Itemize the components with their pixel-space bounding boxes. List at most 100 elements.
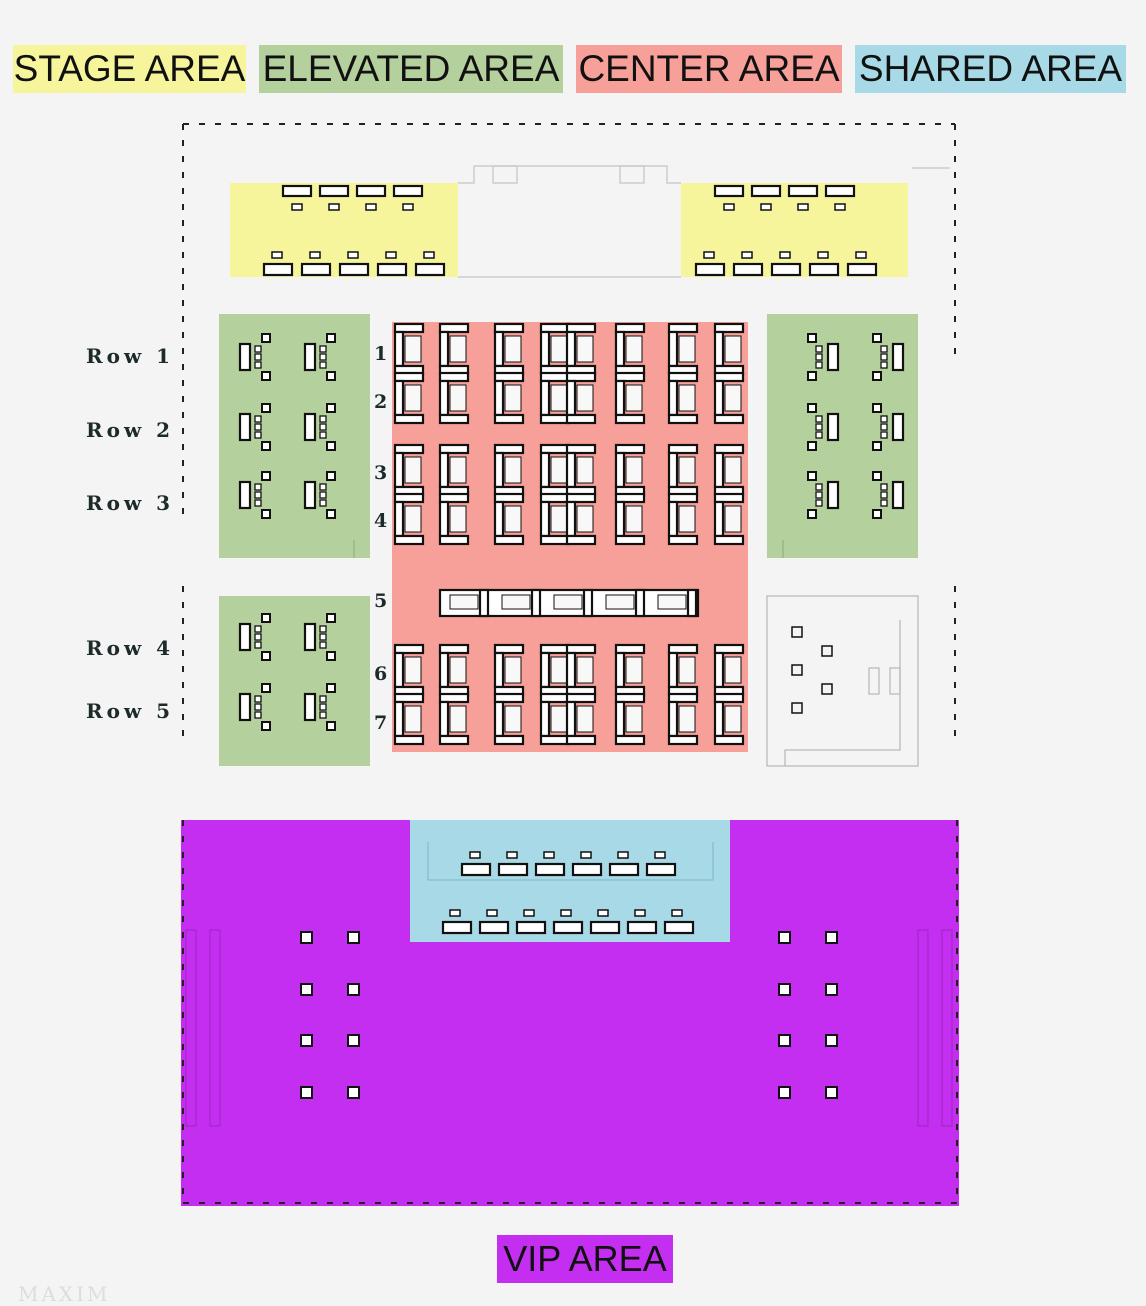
table: [576, 384, 594, 412]
sofa: [438, 692, 470, 704]
sofa: [539, 692, 571, 704]
table: [815, 345, 823, 353]
table: [404, 656, 422, 684]
table: [449, 384, 467, 412]
high-table: [825, 983, 838, 996]
table: [560, 909, 572, 917]
sofa: [571, 862, 603, 877]
lounge-table: [791, 626, 803, 638]
sofa: [891, 480, 905, 510]
table: [815, 423, 823, 431]
table: [319, 361, 327, 369]
sofa: [667, 534, 699, 546]
sofa: [787, 184, 819, 198]
table: [254, 345, 262, 353]
sofa: [826, 412, 840, 442]
table: [319, 491, 327, 499]
high-table: [347, 931, 360, 944]
sofa: [438, 734, 470, 746]
sofa: [493, 534, 525, 546]
chair: [872, 441, 882, 451]
sofa: [238, 622, 252, 652]
sofa: [539, 734, 571, 746]
sofa: [614, 700, 626, 738]
table: [254, 641, 262, 649]
sofa: [713, 413, 745, 425]
sofa: [539, 451, 551, 489]
sofa: [565, 734, 597, 746]
sofa: [713, 451, 725, 489]
table: [880, 499, 888, 507]
sofa: [438, 330, 450, 368]
chair: [807, 509, 817, 519]
table: [880, 361, 888, 369]
table: [254, 423, 262, 431]
table: [365, 203, 377, 211]
sofa: [891, 412, 905, 442]
sofa: [713, 534, 745, 546]
table: [506, 851, 518, 859]
center-row-4: 4: [374, 510, 388, 532]
sofa: [493, 443, 525, 455]
sofa: [303, 480, 317, 510]
sofa: [493, 322, 525, 334]
chair: [807, 333, 817, 343]
table: [254, 695, 262, 703]
table: [678, 384, 696, 412]
sofa: [493, 492, 525, 504]
table: [625, 505, 643, 533]
sofa: [300, 262, 332, 277]
sofa: [614, 534, 646, 546]
table: [501, 594, 531, 610]
sofa: [376, 262, 408, 277]
table: [880, 345, 888, 353]
chair: [261, 613, 271, 623]
sofa: [667, 379, 679, 417]
lounge-table: [821, 683, 833, 695]
lounge-table: [791, 702, 803, 714]
table: [779, 251, 791, 259]
sofa: [438, 651, 450, 689]
table: [254, 483, 262, 491]
table: [724, 505, 742, 533]
sofa: [493, 500, 505, 538]
sofa: [281, 184, 313, 198]
sofa: [565, 413, 597, 425]
sofa: [608, 862, 640, 877]
table: [741, 251, 753, 259]
table: [617, 851, 629, 859]
sofa: [460, 862, 492, 877]
sofa: [539, 500, 551, 538]
sofa: [713, 500, 725, 538]
sofa: [393, 500, 405, 538]
table: [634, 909, 646, 917]
sofa: [614, 379, 626, 417]
sofa: [393, 700, 405, 738]
sofa: [539, 643, 571, 655]
sofa: [713, 184, 745, 198]
chair: [261, 683, 271, 693]
table: [550, 335, 568, 363]
table: [880, 415, 888, 423]
table: [678, 705, 696, 733]
sofa: [393, 413, 425, 425]
sofa: [667, 734, 699, 746]
divider: [634, 588, 646, 618]
sofa: [318, 184, 350, 198]
sofa: [539, 700, 551, 738]
sofa: [438, 451, 450, 489]
sofa: [614, 413, 646, 425]
sofa: [438, 534, 470, 546]
table: [576, 505, 594, 533]
chair: [261, 471, 271, 481]
table: [625, 384, 643, 412]
table: [815, 491, 823, 499]
sofa: [393, 371, 425, 383]
table: [550, 656, 568, 684]
sofa: [393, 651, 405, 689]
sofa: [565, 443, 597, 455]
sofa: [438, 643, 470, 655]
center-row-2: 2: [374, 391, 388, 413]
sofa: [438, 322, 470, 334]
sofa: [493, 643, 525, 655]
